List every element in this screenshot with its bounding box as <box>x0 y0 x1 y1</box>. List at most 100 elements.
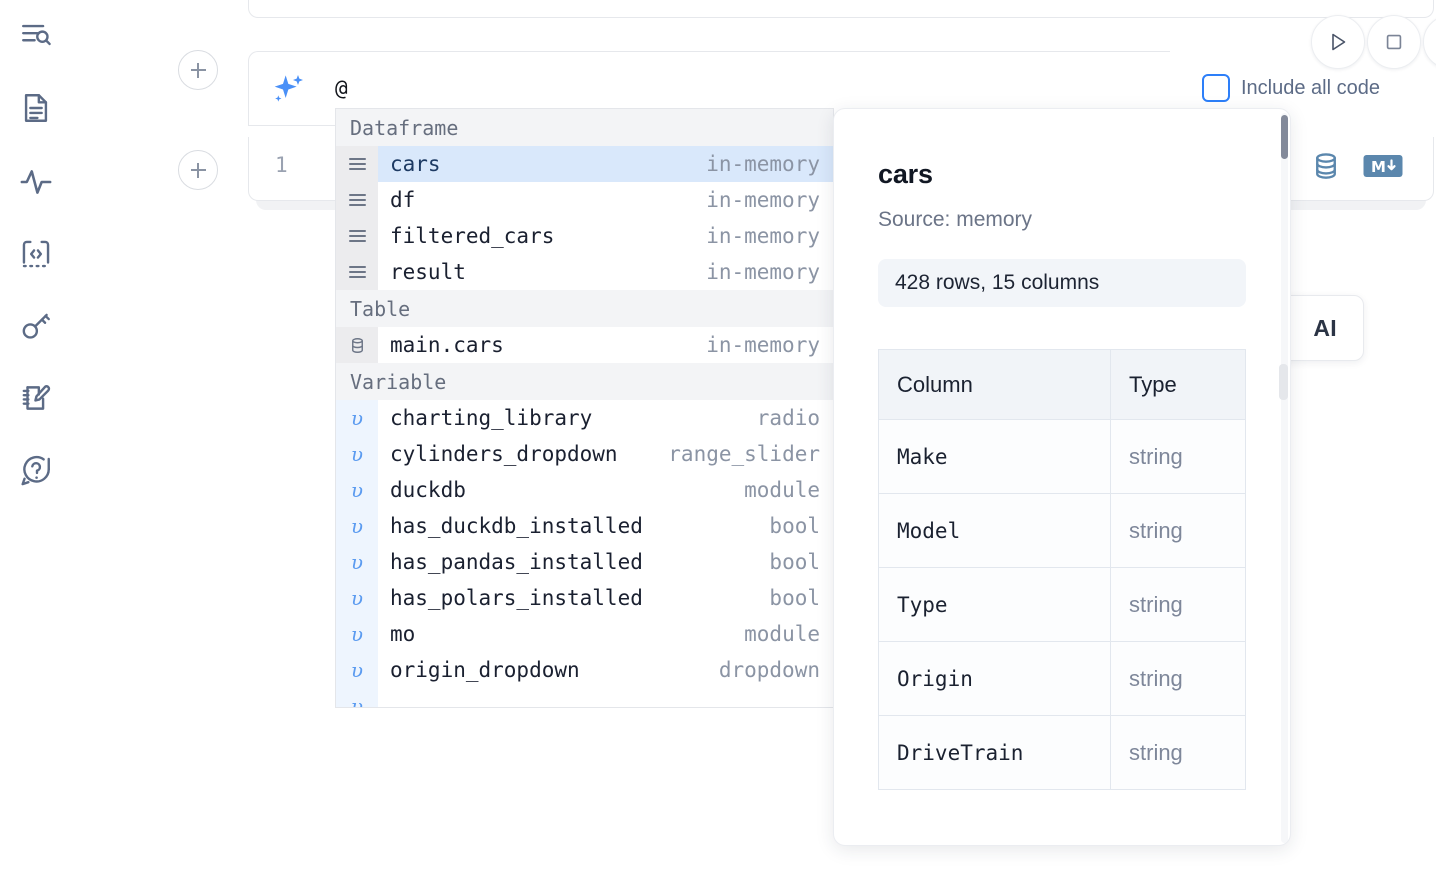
include-all-code-row[interactable]: Include all code <box>1202 74 1380 102</box>
variable-icon: υ <box>350 694 364 708</box>
autocomplete-item-name: filtered_cars <box>390 224 555 248</box>
autocomplete-item-type: in-memory <box>706 224 820 248</box>
column-type-cell: string <box>1110 493 1246 568</box>
autocomplete-item-icon: υ <box>336 508 378 544</box>
autocomplete-item-name: charting_library <box>390 406 593 430</box>
autocomplete-item-name: mo <box>390 622 416 646</box>
autocomplete-item-icon: υ <box>336 472 378 508</box>
variable-icon: υ <box>350 550 364 574</box>
include-all-code-label: Include all code <box>1241 76 1380 99</box>
autocomplete-item-icon <box>336 146 378 182</box>
autocomplete-item-icon: υ <box>336 688 378 708</box>
file-explorer-icon[interactable] <box>14 14 58 58</box>
autocomplete-item-name: result <box>390 260 466 284</box>
line-number: 1 <box>275 153 288 177</box>
scratchpad-icon[interactable] <box>14 376 58 420</box>
stop-button[interactable] <box>1367 15 1421 69</box>
autocomplete-group-header: Dataframe <box>336 109 833 146</box>
info-panel-title: cars <box>878 159 933 189</box>
ai-prompt-input[interactable]: @ <box>335 76 348 100</box>
code-snippets-icon[interactable] <box>14 232 58 276</box>
variable-icon: υ <box>350 514 364 538</box>
autocomplete-item[interactable]: υ has_pandas_installed bool <box>336 544 833 580</box>
autocomplete-item-type: in-memory <box>706 152 820 176</box>
run-button[interactable] <box>1311 15 1365 69</box>
dataframe-icon <box>348 157 366 171</box>
autocomplete-item-name: has_polars_installed <box>390 586 643 610</box>
autocomplete-item-type: in-memory <box>706 333 820 357</box>
autocomplete-item-type: bool <box>769 586 820 610</box>
include-all-code-checkbox[interactable] <box>1202 74 1230 102</box>
autocomplete-item-name: cars <box>390 152 441 176</box>
autocomplete-item-icon <box>336 182 378 218</box>
info-panel-shape-badge: 428 rows, 15 columns <box>878 259 1246 307</box>
autocomplete-item-icon <box>336 254 378 290</box>
cell-output-icons: M <box>1311 151 1403 186</box>
column-name-cell: Origin <box>878 641 1111 716</box>
autocomplete-item-name: origin_dropdown <box>390 658 580 682</box>
autocomplete-item[interactable]: υ <box>336 688 833 708</box>
autocomplete-item-icon: υ <box>336 580 378 616</box>
variable-icon: υ <box>350 658 364 682</box>
autocomplete-item-type: dropdown <box>718 658 820 682</box>
autocomplete-item-name: df <box>390 188 416 212</box>
autocomplete-item-name: has_pandas_installed <box>390 550 643 574</box>
variable-icon: υ <box>350 406 364 430</box>
autocomplete-item-icon <box>336 327 378 363</box>
variable-icon: υ <box>350 442 364 466</box>
info-panel-source: Source: memory <box>878 208 1033 231</box>
autocomplete-item[interactable]: υ has_polars_installed bool <box>336 580 833 616</box>
left-icon-rail <box>0 0 72 874</box>
autocomplete-item-icon <box>336 218 378 254</box>
column-name-cell: Type <box>878 567 1111 642</box>
autocomplete-item-icon: υ <box>336 616 378 652</box>
info-panel-scrollbar-track[interactable] <box>1281 113 1288 843</box>
table-header-cell: Column <box>878 349 1111 420</box>
autocomplete-item-type: module <box>744 478 820 502</box>
info-panel-scrollbar-thumb[interactable] <box>1281 115 1288 159</box>
column-name-cell: DriveTrain <box>878 715 1111 790</box>
autocomplete-item-type: range_slider <box>668 442 820 466</box>
database-icon[interactable] <box>1311 151 1341 186</box>
autocomplete-item-icon: υ <box>336 544 378 580</box>
help-icon[interactable] <box>14 448 58 492</box>
add-cell-below-button[interactable] <box>178 150 218 190</box>
autocomplete-item-type: bool <box>769 550 820 574</box>
autocomplete-item[interactable]: υ origin_dropdown dropdown <box>336 652 833 688</box>
document-icon[interactable] <box>14 86 58 130</box>
add-cell-above-button[interactable] <box>178 50 218 90</box>
autocomplete-item-name: main.cars <box>390 333 504 357</box>
autocomplete-item-name: duckdb <box>390 478 466 502</box>
column-name-cell: Make <box>878 419 1111 494</box>
autocomplete-item[interactable]: main.cars in-memory <box>336 327 833 363</box>
more-tools-button[interactable] <box>1423 15 1436 69</box>
autocomplete-item-type: module <box>744 622 820 646</box>
autocomplete-item[interactable]: cars in-memory <box>336 146 833 182</box>
variable-icon: υ <box>350 622 364 646</box>
svg-text:M: M <box>1371 158 1386 176</box>
secrets-key-icon[interactable] <box>14 304 58 348</box>
markdown-download-icon[interactable]: M <box>1363 152 1403 185</box>
autocomplete-item[interactable]: υ mo module <box>336 616 833 652</box>
autocomplete-item-icon: υ <box>336 400 378 436</box>
autocomplete-item-icon: υ <box>336 652 378 688</box>
autocomplete-item[interactable]: υ duckdb module <box>336 472 833 508</box>
sparkles-icon <box>269 70 309 110</box>
activity-icon[interactable] <box>14 160 58 204</box>
column-type-cell: string <box>1110 715 1246 790</box>
autocomplete-item[interactable]: filtered_cars in-memory <box>336 218 833 254</box>
autocomplete-item-name <box>378 694 403 707</box>
variable-icon: υ <box>350 478 364 502</box>
